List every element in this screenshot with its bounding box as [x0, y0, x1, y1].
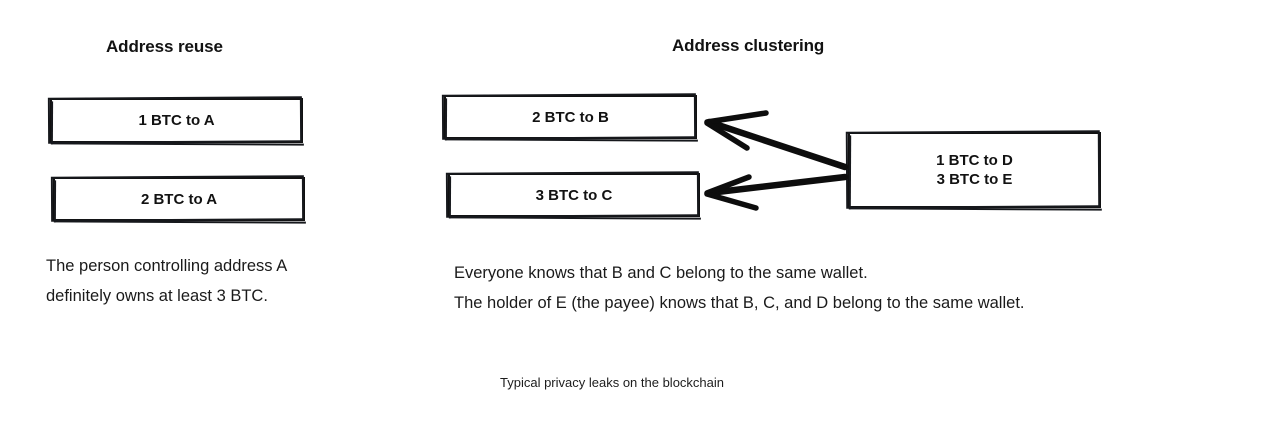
- transaction-box-label: 3 BTC to C: [529, 185, 619, 205]
- transaction-box-label: 1 BTC to D 3 BTC to E: [930, 151, 1019, 189]
- left-panel-note: The person controlling address A definit…: [46, 257, 287, 305]
- arrow-de-to-b: [704, 110, 849, 171]
- transaction-box-label: 2 BTC to B: [526, 107, 615, 127]
- figure-caption: Typical privacy leaks on the blockchain: [500, 375, 725, 390]
- transaction-box-3-btc-to-c: 3 BTC to C: [448, 173, 700, 217]
- transaction-box-d-e: 1 BTC to D 3 BTC to E: [848, 132, 1101, 208]
- transaction-box-1-btc-to-a: 1 BTC to A: [50, 98, 303, 143]
- arrow-de-to-c: [704, 173, 849, 211]
- transaction-box-2-btc-to-a: 2 BTC to A: [53, 177, 305, 221]
- right-panel-title: Address clustering: [672, 36, 825, 55]
- transaction-box-2-btc-to-b: 2 BTC to B: [444, 95, 697, 139]
- transaction-box-label: 1 BTC to A: [132, 111, 221, 130]
- transaction-box-label: 2 BTC to A: [134, 189, 224, 209]
- right-panel-note: Everyone knows that B and C belong to th…: [454, 264, 1025, 312]
- left-panel-title: Address reuse: [106, 37, 223, 56]
